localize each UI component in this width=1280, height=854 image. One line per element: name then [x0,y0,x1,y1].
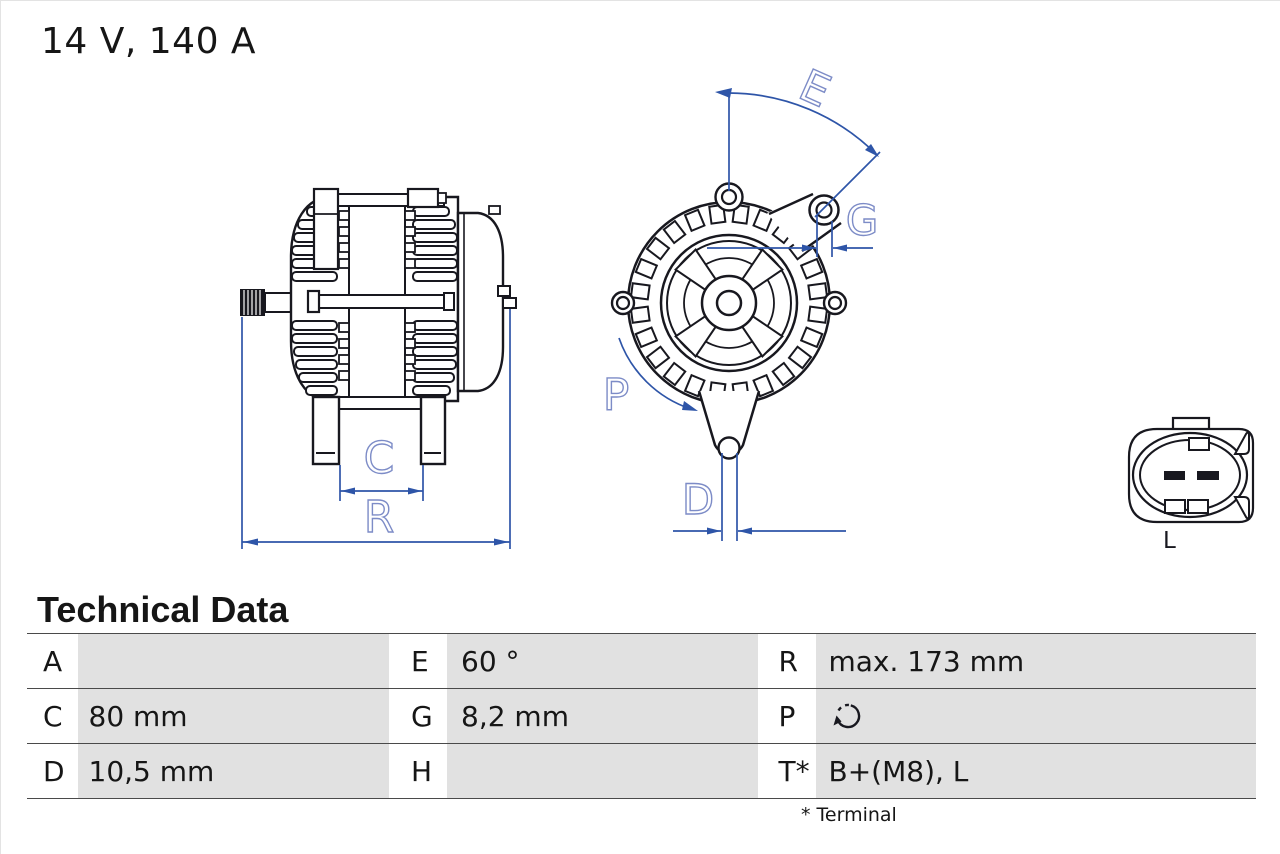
spec-value-d: 10,5 mm [77,744,389,799]
mounting-ear-right [822,290,848,316]
spec-value-h [447,744,758,799]
spec-value-c: 80 mm [77,689,389,744]
alternator-side-view: C R [240,187,517,549]
mounting-lug-bottom [697,390,761,460]
alternator-technical-drawing: C R [240,59,1255,554]
spec-key-r: R [757,634,816,689]
spec-key-p: P [757,689,816,744]
alternator-front-view: E G P [602,59,881,541]
dimension-r: R [241,309,511,549]
dimension-g: G [707,195,879,257]
threaded-shaft-stub [240,289,294,316]
technical-data-heading: Technical Data [37,589,289,630]
mounting-ear-top [714,182,744,212]
spec-key-t: T* [757,744,816,799]
dim-label-p: P [603,370,630,421]
terminal-footnote: * Terminal [801,804,897,826]
spec-key-d: D [27,744,78,799]
stator-bolt-ladder [338,210,416,381]
spec-value-r: max. 173 mm [815,634,1256,689]
spec-value-t: B+(M8), L [815,744,1256,799]
connector-pin [1164,471,1185,480]
spec-value-e: 60 ° [447,634,758,689]
connector-diagram: L [1127,416,1255,554]
dim-label-c: C [364,433,395,484]
dimension-d: D [673,453,846,541]
spec-key-c: C [27,689,78,744]
mounting-ear-left [610,290,636,316]
fan-spokes [674,248,784,358]
spec-value-a [77,634,389,689]
mounting-feet [311,395,447,466]
dim-label-e: E [792,60,838,118]
connector-pin [1197,471,1219,480]
dim-label-r: R [364,492,395,543]
technical-data-table: A E 60 ° R max. 173 mm C 80 mm G 8,2 mm … [27,633,1256,799]
dimension-p: P [602,337,698,422]
spec-value-p [815,689,1256,744]
spec-key-a: A [27,634,78,689]
product-rating: 14 V, 140 A [41,21,257,62]
spec-key-e: E [389,634,447,689]
spec-value-g: 8,2 mm [447,689,758,744]
spec-key-g: G [389,689,447,744]
dim-label-d: D [682,475,714,524]
rotation-direction-icon [833,703,860,729]
dim-label-g: G [846,196,879,245]
connector-terminal-label: L [1163,528,1176,554]
rear-end-cap [456,205,517,393]
spec-key-h: H [389,744,447,799]
dimension-c: C [339,432,424,501]
